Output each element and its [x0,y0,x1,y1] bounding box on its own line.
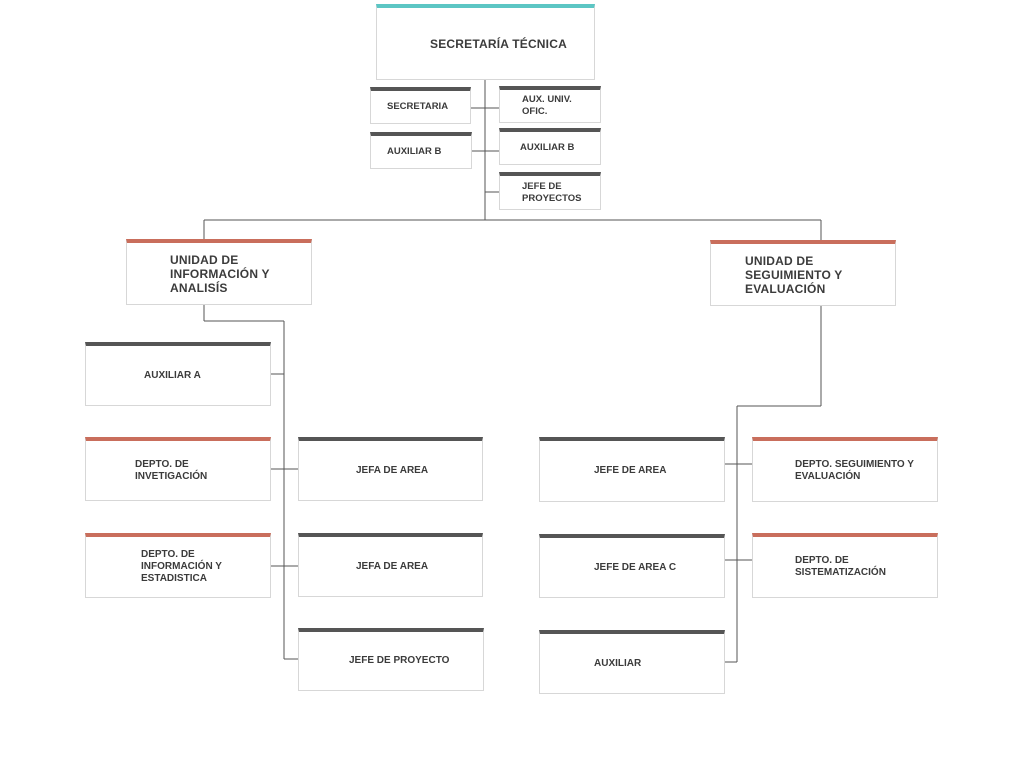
unidad-informacion-label: UNIDAD DE INFORMACIÓN Y ANALISÍS [170,252,270,295]
jefe-area-c-label: JEFE DE AREA C [594,561,677,573]
jefa-area-1-box: JEFA DE AREA [298,437,483,501]
jefa-area-1-label: JEFA DE AREA [356,464,429,476]
depto-seguimiento-box: DEPTO. SEGUIMIENTO Y EVALUACIÓN [752,437,938,502]
secretaria-tecnica-box: SECRETARÍA TÉCNICA [376,4,595,80]
auxiliar-box: AUXILIAR [539,630,725,694]
depto-informacion-box: DEPTO. DE INFORMACIÓN Y ESTADISTICA [85,533,271,598]
depto-sistematizacion-box: DEPTO. DE SISTEMATIZACIÓN [752,533,938,598]
aux-univ-ofic-box: AUX. UNIV. OFIC. [499,86,601,123]
jefa-area-2-label: JEFA DE AREA [356,560,429,572]
depto-sistematizacion-label: DEPTO. DE SISTEMATIZACIÓN [795,555,886,578]
auxiliar-b-left-box: AUXILIAR B [370,132,472,169]
jefe-proyectos-box: JEFE DE PROYECTOS [499,172,601,210]
auxiliar-label: AUXILIAR [594,657,642,669]
jefa-area-2-box: JEFA DE AREA [298,533,483,597]
jefe-proyecto-box: JEFE DE PROYECTO [298,628,484,691]
auxiliar-b-right-box: AUXILIAR B [499,128,601,165]
aux-univ-ofic-label: AUX. UNIV. OFIC. [522,94,572,117]
jefe-area-label: JEFE DE AREA [594,465,667,476]
secretaria-box: SECRETARIA [370,87,471,124]
depto-investigacion-box: DEPTO. DE INVETIGACIÓN [85,437,271,501]
auxiliar-b-right-label: AUXILIAR B [520,142,575,153]
jefe-proyecto-label: JEFE DE PROYECTO [349,655,450,666]
unidad-seguimiento-box: UNIDAD DE SEGUIMIENTO Y EVALUACIÓN [710,240,896,306]
jefe-area-box: JEFE DE AREA [539,437,725,502]
auxiliar-a-label: AUXILIAR A [144,369,201,381]
jefe-proyectos-label: JEFE DE PROYECTOS [522,180,582,204]
auxiliar-a-box: AUXILIAR A [85,342,271,406]
secretaria-label: SECRETARIA [387,101,449,112]
unidad-seguimiento-label: UNIDAD DE SEGUIMIENTO Y EVALUACIÓN [745,253,843,296]
unidad-informacion-box: UNIDAD DE INFORMACIÓN Y ANALISÍS [126,239,312,305]
auxiliar-b-left-label: AUXILIAR B [387,146,442,157]
depto-informacion-label: DEPTO. DE INFORMACIÓN Y ESTADISTICA [141,549,222,584]
secretaria-tecnica-label: SECRETARÍA TÉCNICA [430,36,567,51]
depto-investigacion-label: DEPTO. DE INVETIGACIÓN [135,458,208,482]
jefe-area-c-box: JEFE DE AREA C [539,534,725,598]
depto-seguimiento-label: DEPTO. SEGUIMIENTO Y EVALUACIÓN [795,459,914,482]
